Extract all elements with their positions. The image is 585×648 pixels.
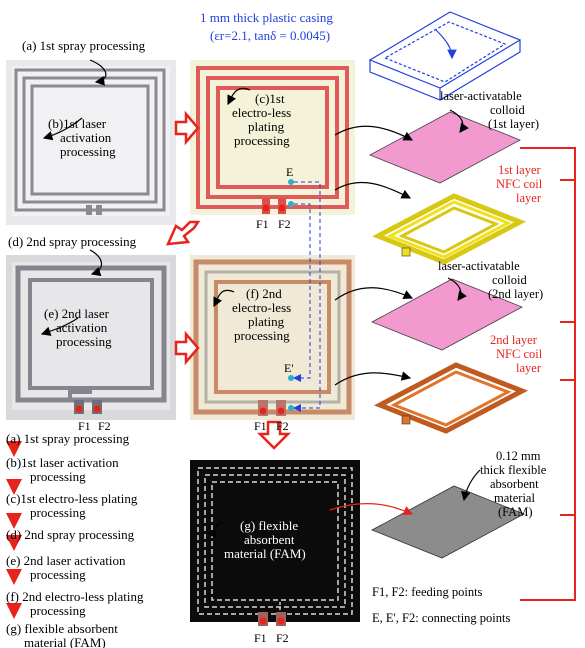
photo-first-plating <box>190 60 355 215</box>
nfc1-line-3: layer <box>516 191 542 205</box>
fam-line-2: thick flexible <box>480 463 547 477</box>
step-item: (d) 2nd spray processing <box>6 527 135 542</box>
label-e-1: (e) 2nd laser <box>44 306 110 321</box>
colloid2-line-2: colloid <box>492 273 527 287</box>
step-item: material (FAM) <box>24 635 106 648</box>
step-item: (e) 2nd laser activation <box>6 553 126 568</box>
colloid2-line-3: (2nd layer) <box>488 287 543 301</box>
step-item: processing <box>30 469 86 484</box>
connect-point-e <box>288 179 294 185</box>
process-arrows <box>165 110 292 450</box>
colloid-layer-2 <box>371 278 523 351</box>
nfc2-line-1: 2nd layer <box>490 333 538 347</box>
colloid-layer-1 <box>369 111 521 184</box>
label-b-3: processing <box>60 144 116 159</box>
label-f-2: electro-less <box>232 300 291 315</box>
fam-layer <box>371 485 525 559</box>
step-item: (c)1st electro-less plating <box>6 491 138 506</box>
point-f2-mid: F2 <box>276 419 289 433</box>
casing-line-2: (εr=2.1, tanδ = 0.0045) <box>210 28 330 43</box>
nfc2-line-2: NFC coil <box>496 347 543 361</box>
nfc2-line-3: layer <box>516 361 542 375</box>
fam-line-3: absorbent <box>490 477 539 491</box>
step-item: (g) flexible absorbent <box>6 621 118 636</box>
steps-list: (a) 1st spray processing (b)1st laser ac… <box>6 431 144 648</box>
point-f2-bottom: F2 <box>276 631 289 645</box>
label-a: (a) 1st spray processing <box>22 38 146 53</box>
feed-point-f1-top <box>262 204 270 212</box>
feed-point-f2-top <box>278 204 286 212</box>
label-e-2: activation <box>56 320 108 335</box>
nfc1-line-1: 1st layer <box>498 163 542 177</box>
step-item: (a) 1st spray processing <box>6 431 130 446</box>
point-f1-top: F1 <box>256 217 269 231</box>
casing-line-1: 1 mm thick plastic casing <box>200 10 333 25</box>
label-c-2: electro-less <box>232 105 291 120</box>
connect-point-e-prime <box>288 375 294 381</box>
label-c-1: (c)1st <box>255 91 285 106</box>
photo-second-plating <box>190 255 355 420</box>
fam-line-1: 0.12 mm <box>496 449 541 463</box>
label-f-3: plating <box>248 314 285 329</box>
step-item: processing <box>30 567 86 582</box>
point-f2-mid-left: F2 <box>98 419 111 433</box>
step-item: (f) 2nd electro-less plating <box>6 589 144 604</box>
point-f1-mid-left: F1 <box>78 419 91 433</box>
connect-point-f2-top <box>288 201 294 207</box>
point-e: E <box>286 165 293 179</box>
fam-line-5: (FAM) <box>498 505 533 519</box>
photo-second-laser <box>6 255 176 420</box>
nfc-coil-layer-1 <box>372 193 526 265</box>
label-c-4: processing <box>234 133 290 148</box>
step-item: processing <box>30 603 86 618</box>
label-g-1: (g) flexible <box>240 518 298 533</box>
point-f1-bottom: F1 <box>254 631 267 645</box>
label-g-3: material (FAM) <box>224 546 306 561</box>
label-d: (d) 2nd spray processing <box>8 234 137 249</box>
note-connecting: E, E', F2: connecting points <box>372 611 510 625</box>
colloid1-line-1: laser-activatable <box>440 89 522 103</box>
note-feeding: F1, F2: feeding points <box>372 585 483 599</box>
nfc1-line-2: NFC coil <box>496 177 543 191</box>
label-b-1: (b)1st laser <box>48 116 107 131</box>
colloid1-line-2: colloid <box>490 103 525 117</box>
label-g-2: absorbent <box>244 532 295 547</box>
leader-arrows <box>40 59 481 539</box>
label-f-4: processing <box>234 328 290 343</box>
photo-fam <box>190 460 360 626</box>
point-e-prime: E' <box>284 361 294 375</box>
layer-bracket <box>520 147 576 601</box>
label-e-3: processing <box>56 334 112 349</box>
colloid2-line-1: laser-activatable <box>438 259 520 273</box>
point-f2-top: F2 <box>278 217 291 231</box>
plastic-casing <box>368 11 522 101</box>
photo-first-laser <box>6 60 176 225</box>
label-c-3: plating <box>248 119 285 134</box>
step-item: (b)1st laser activation <box>6 455 119 470</box>
fam-line-4: material <box>494 491 535 505</box>
label-f-1: (f) 2nd <box>246 286 282 301</box>
step-item: processing <box>30 505 86 520</box>
colloid1-line-3: (1st layer) <box>488 117 539 131</box>
label-b-2: activation <box>60 130 112 145</box>
nfc-coil-layer-2 <box>374 362 528 434</box>
point-f1-mid: F1 <box>254 419 267 433</box>
